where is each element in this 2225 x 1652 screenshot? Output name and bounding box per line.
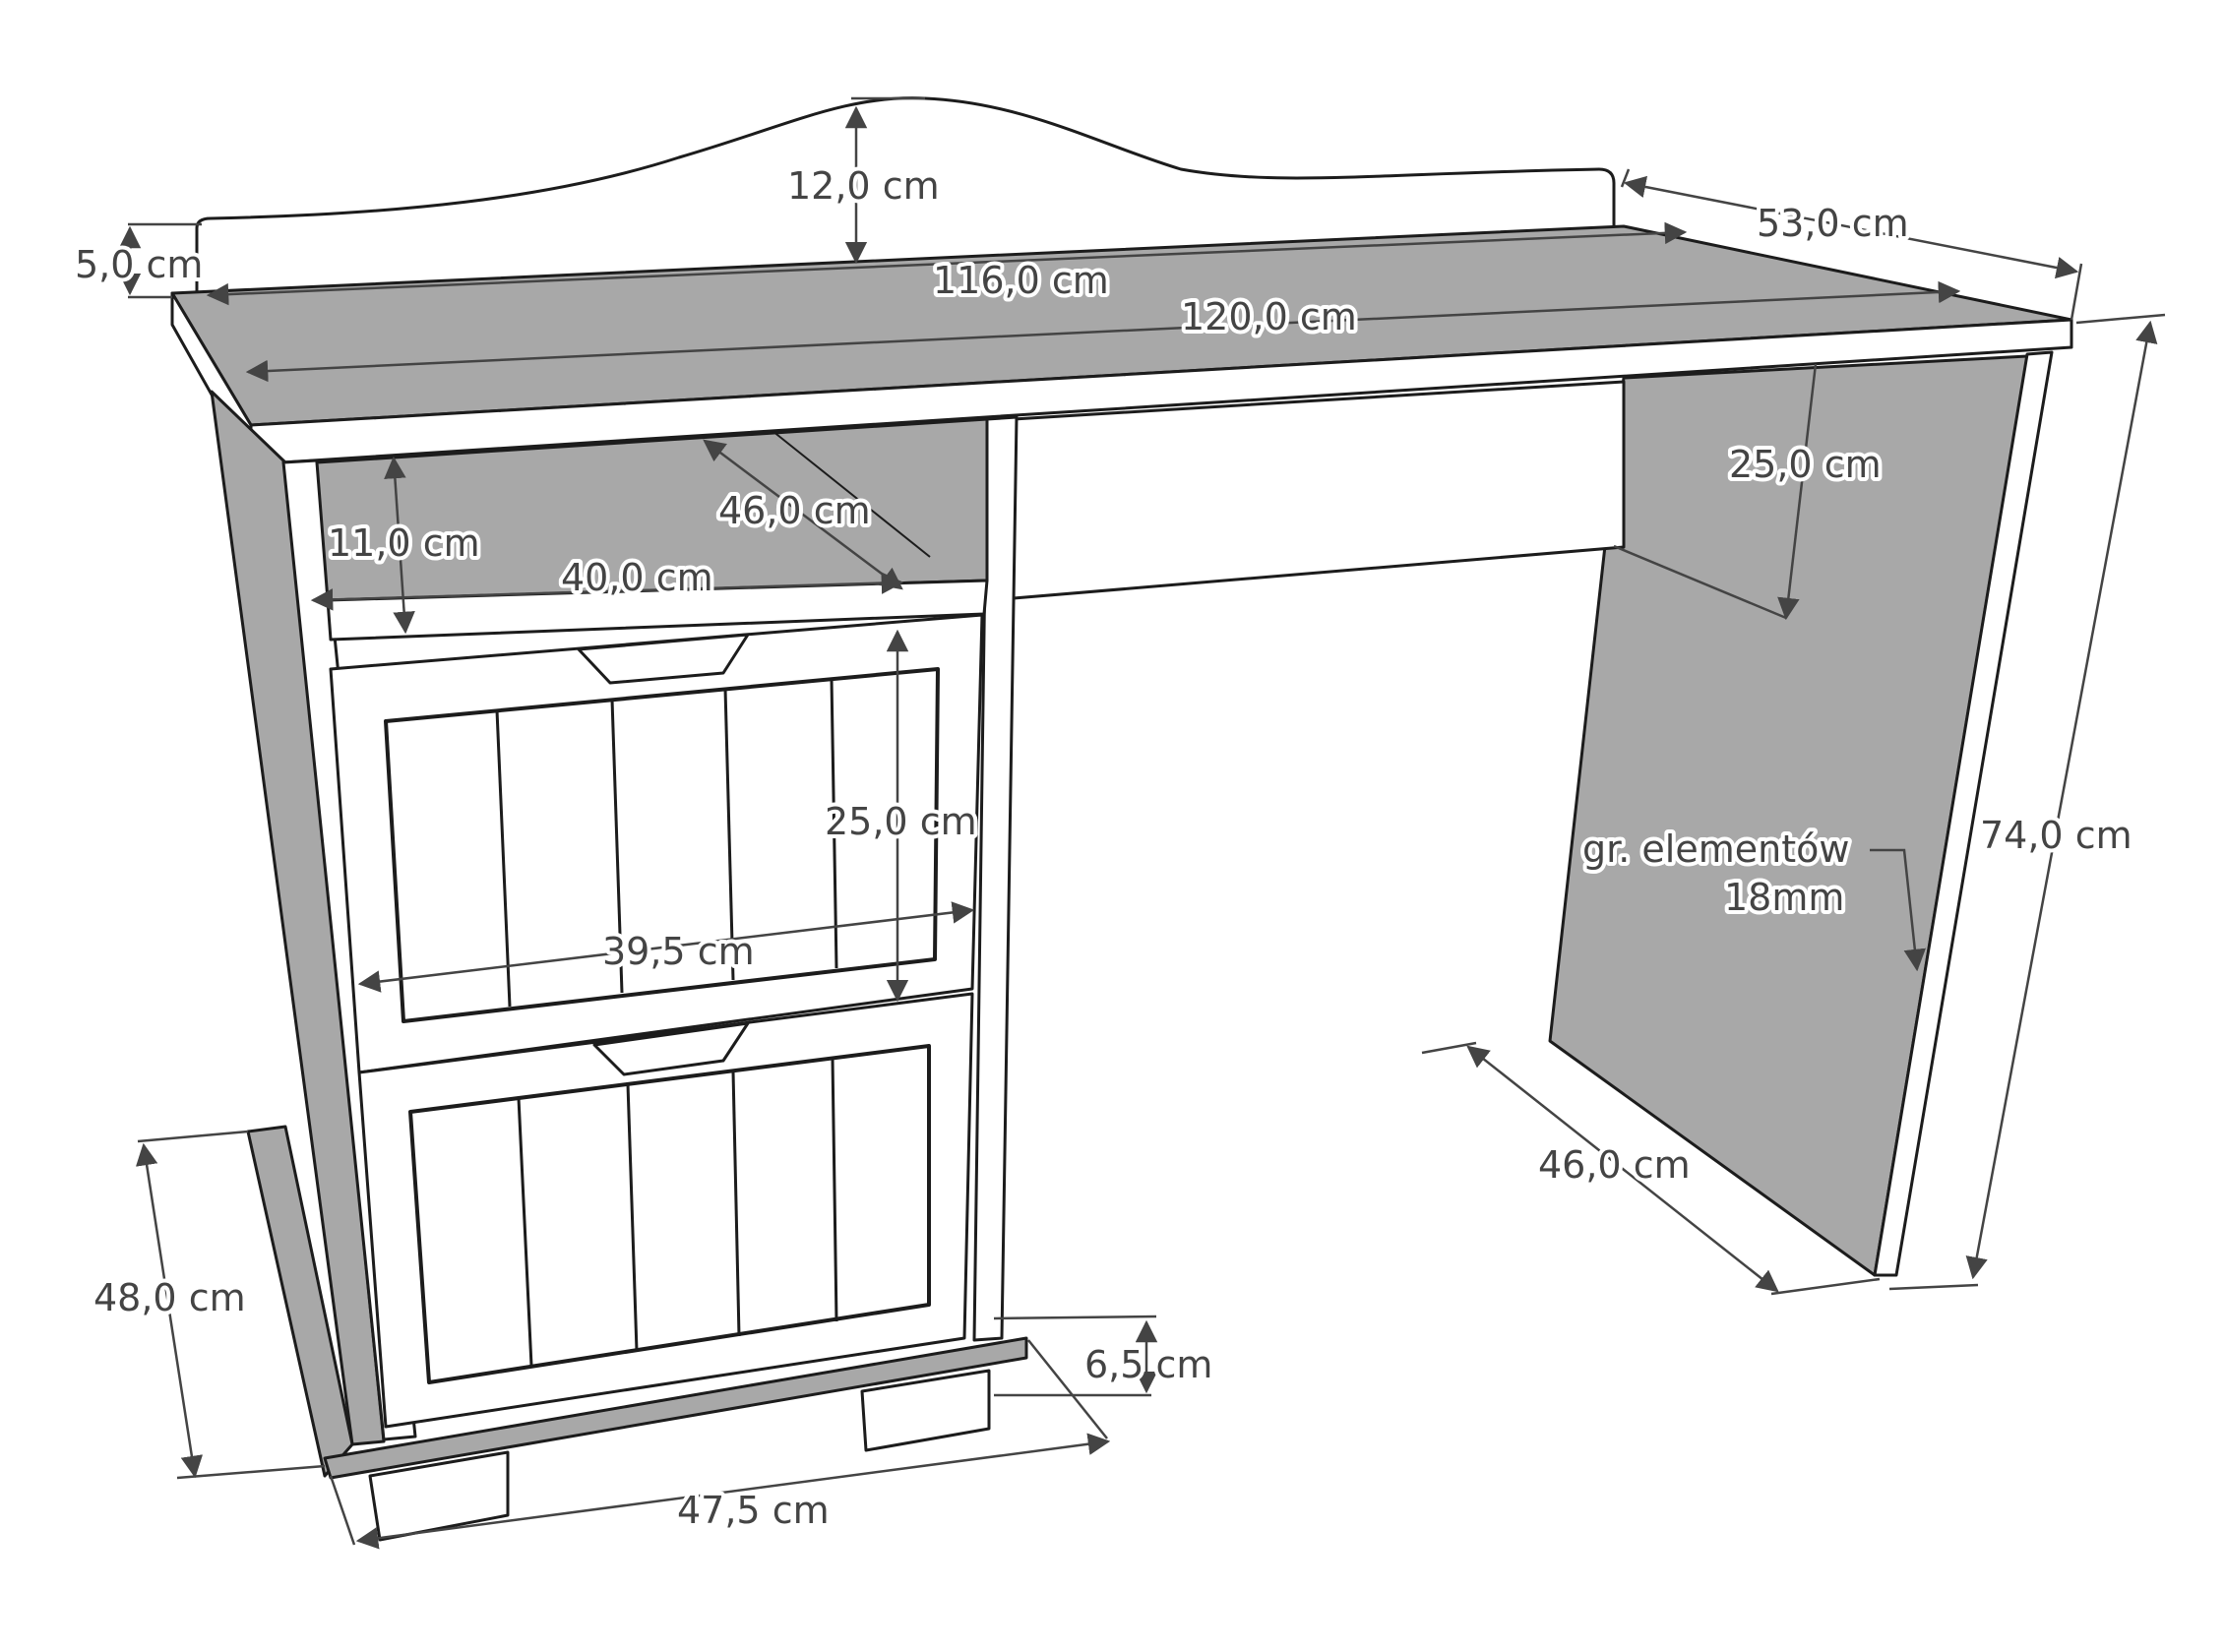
lower-drawer-panel xyxy=(408,1044,931,1384)
note-thickness-line1: gr. elementów xyxy=(1582,827,1849,871)
label-leg-panel-top: 25,0 cm xyxy=(1729,443,1882,486)
dimension-lines xyxy=(118,96,2166,1550)
lower-drawer-handle xyxy=(592,1021,750,1076)
label-width-total: 120,0 cm xyxy=(1181,295,1357,338)
label-depth-top: 53,0 cm xyxy=(1757,202,1909,245)
plinth-side xyxy=(246,1125,354,1478)
label-top-height: 5,0 cm xyxy=(75,243,203,286)
label-shelf-width: 40,0 cm xyxy=(561,556,713,599)
label-shelf-height: 11,0 cm xyxy=(328,521,480,565)
label-total-height: 74,0 cm xyxy=(1980,814,2132,857)
desk xyxy=(170,96,2073,1542)
lower-drawer-grooves xyxy=(517,1058,838,1367)
note-thickness-line2: 18mm xyxy=(1724,876,1844,919)
label-side-depth: 46,0 cm xyxy=(1538,1143,1691,1187)
label-back-panel-height: 12,0 cm xyxy=(787,164,940,208)
label-feet-height: 6,5 cm xyxy=(1084,1343,1212,1386)
label-drawer-width: 39,5 cm xyxy=(602,930,755,973)
label-width-back: 116,0 cm xyxy=(933,259,1109,302)
label-cabinet-height: 48,0 cm xyxy=(93,1276,246,1319)
label-shelf-depth: 46,0 cm xyxy=(718,489,871,532)
modesty-panel xyxy=(1012,380,1626,600)
cabinet-right-stile xyxy=(972,415,1019,1342)
dimension-labels: 5,0 cm 12,0 cm 53,0 cm 116,0 cm 120,0 cm… xyxy=(71,160,2136,1536)
upper-drawer-handle xyxy=(577,633,750,685)
label-cabinet-width: 47,5 cm xyxy=(677,1489,830,1532)
front-right-foot xyxy=(860,1369,991,1452)
label-drawer-height: 25,0 cm xyxy=(825,800,977,843)
